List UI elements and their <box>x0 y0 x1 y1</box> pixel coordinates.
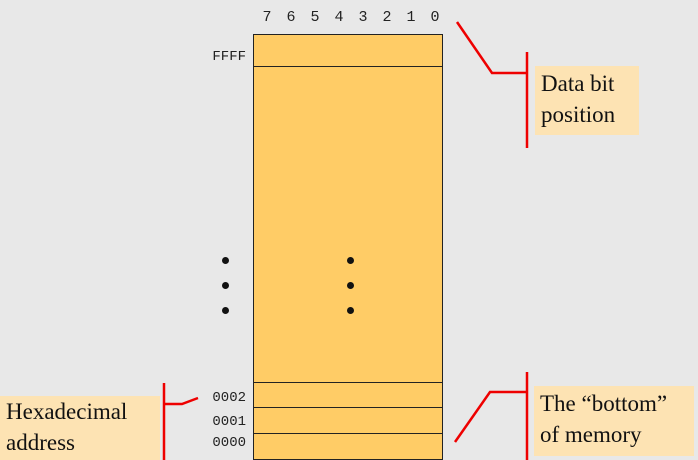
callout-text: position <box>541 102 616 127</box>
address-ffff: FFFF <box>212 49 246 65</box>
callout-text: Hexadecimal <box>6 399 128 424</box>
callout-text: address <box>6 430 75 455</box>
ellipsis-dot <box>347 282 354 289</box>
bit-label-2: 2 <box>382 9 392 26</box>
ellipsis-dot <box>222 282 229 289</box>
ellipsis-dot <box>347 257 354 264</box>
address-0002: 0002 <box>212 390 246 406</box>
bit-label-1: 1 <box>406 9 416 26</box>
callout-data-bit-position: Data bit position <box>535 66 639 135</box>
address-0000: 0000 <box>212 435 246 451</box>
callout-bottom-of-memory: The “bottom” of memory <box>534 386 694 456</box>
memory-block <box>253 34 443 460</box>
callout-text: The “bottom” <box>540 391 668 416</box>
callout-hexadecimal-address: Hexadecimal address <box>0 396 160 460</box>
bit-label-6: 6 <box>286 9 296 26</box>
hex-leader <box>164 396 199 406</box>
ellipsis-dot <box>222 307 229 314</box>
bit-label-5: 5 <box>310 9 320 26</box>
callout-text: of memory <box>540 422 642 447</box>
bit-label-3: 3 <box>358 9 368 26</box>
address-0001: 0001 <box>212 414 246 430</box>
memory-row-divider <box>254 382 442 383</box>
ellipsis-dot <box>222 257 229 264</box>
memory-row-divider <box>254 407 442 408</box>
callout-text: Data bit <box>541 71 615 96</box>
bit-label-0: 0 <box>430 9 440 26</box>
bottom-leader <box>453 390 527 443</box>
memory-row-divider <box>254 433 442 434</box>
data-bit-leader <box>455 21 527 75</box>
ellipsis-dot <box>347 307 354 314</box>
bit-label-7: 7 <box>262 9 272 26</box>
bit-label-4: 4 <box>334 9 344 26</box>
memory-row-divider <box>254 66 442 67</box>
